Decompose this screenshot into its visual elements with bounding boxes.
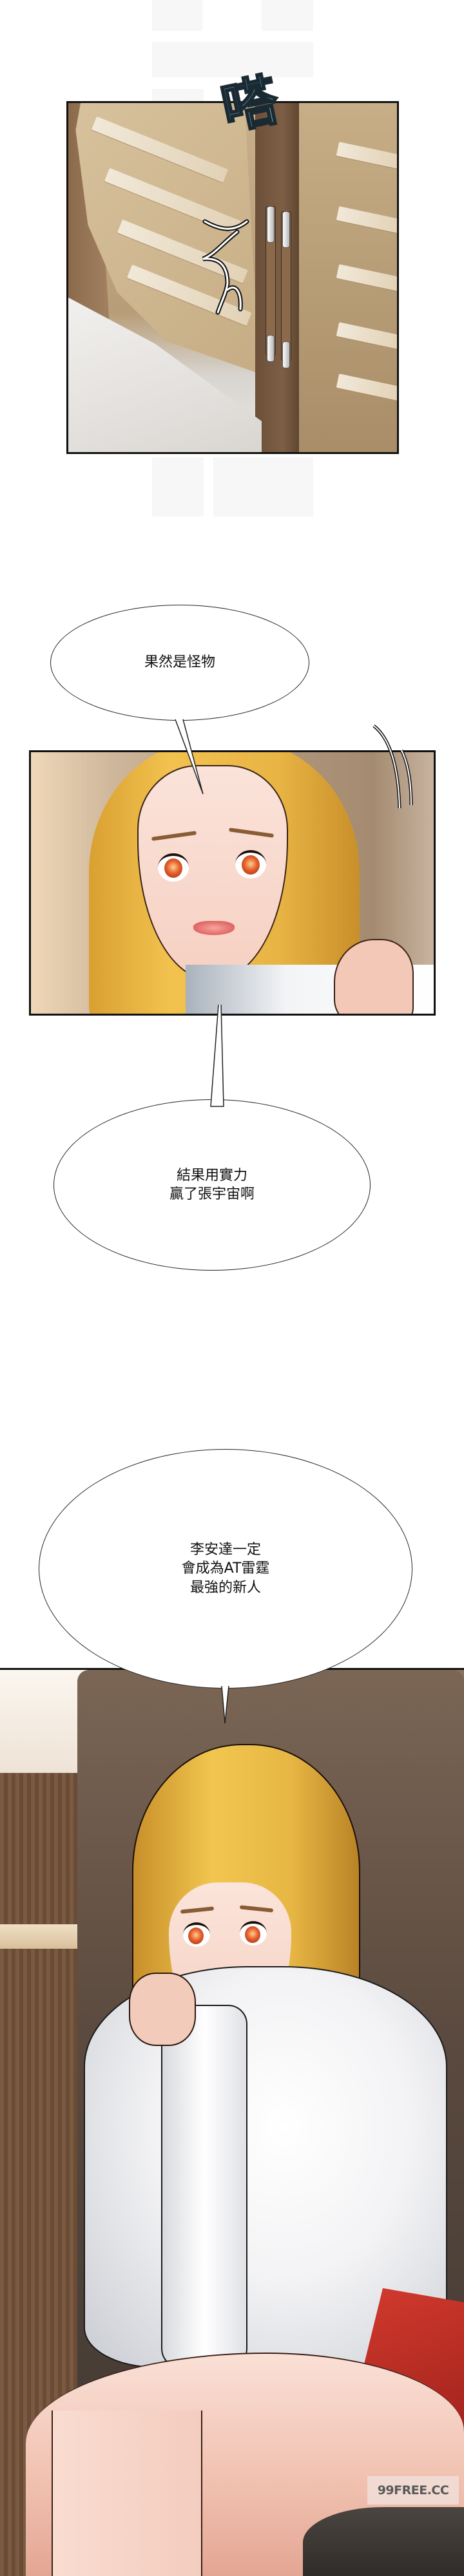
bubble-2-tail: [210, 1005, 224, 1107]
bubble-1-text: 果然是怪物: [144, 653, 215, 672]
cabinet-shelf: [0, 1924, 84, 1949]
background-qr-watermark-2: [152, 457, 313, 518]
arm-sleeve: [161, 2005, 247, 2368]
background-qr-watermark: [152, 0, 313, 132]
left-eye: [158, 853, 189, 882]
door-center-frame: [255, 103, 300, 452]
bubble-1-line-1: 果然是怪物: [144, 654, 215, 671]
bubble-2-line-2: 贏了張宇宙啊: [169, 1186, 255, 1202]
right-eye: [240, 1921, 267, 1946]
hand-on-chin: [129, 1973, 196, 2046]
front-leg: [52, 2410, 202, 2576]
lips: [193, 921, 235, 935]
sfx-swirl-icon: [202, 219, 249, 315]
bubble-3-line-2: 會成為AT雷霆: [181, 1560, 270, 1577]
bubble-3-tail: [221, 1686, 229, 1724]
chair-seat: [303, 2507, 464, 2576]
panel-seated-figure: [0, 1668, 464, 2576]
site-watermark: 99FREE.CC: [367, 2476, 459, 2505]
speech-bubble-1: 果然是怪物: [50, 605, 309, 721]
bubble-2-line-1: 結果用實力: [176, 1167, 247, 1184]
bubble-3-line-1: 李安達一定: [189, 1542, 261, 1558]
bubble-1-tail: [175, 718, 204, 795]
left-eye: [183, 1922, 210, 1947]
right-eyebrow: [228, 828, 275, 838]
bubble-2-text: 結果用實力 贏了張宇宙啊: [169, 1166, 255, 1204]
speech-bubble-3: 李安達一定 會成為AT雷霆 最強的新人: [39, 1449, 412, 1689]
motion-lines-icon: [372, 724, 413, 808]
left-eyebrow: [180, 1906, 215, 1914]
speech-bubble-2: 結果用實力 贏了張宇宙啊: [53, 1099, 371, 1271]
left-eyebrow: [151, 831, 197, 841]
right-eye: [235, 850, 266, 878]
door-handle-bottom: [282, 341, 290, 368]
bubble-3-text: 李安達一定 會成為AT雷霆 最強的新人: [182, 1540, 270, 1596]
right-eyebrow: [239, 1905, 274, 1913]
door-handle-top: [282, 211, 290, 248]
sfx-da-text: 嗒: [215, 67, 285, 144]
bubble-3-line-3: 最強的新人: [189, 1579, 261, 1596]
door-handle-bottom: [267, 335, 275, 362]
panel-face-closeup: [29, 750, 436, 1016]
hand: [334, 939, 414, 1014]
door-handle-top: [267, 206, 275, 243]
